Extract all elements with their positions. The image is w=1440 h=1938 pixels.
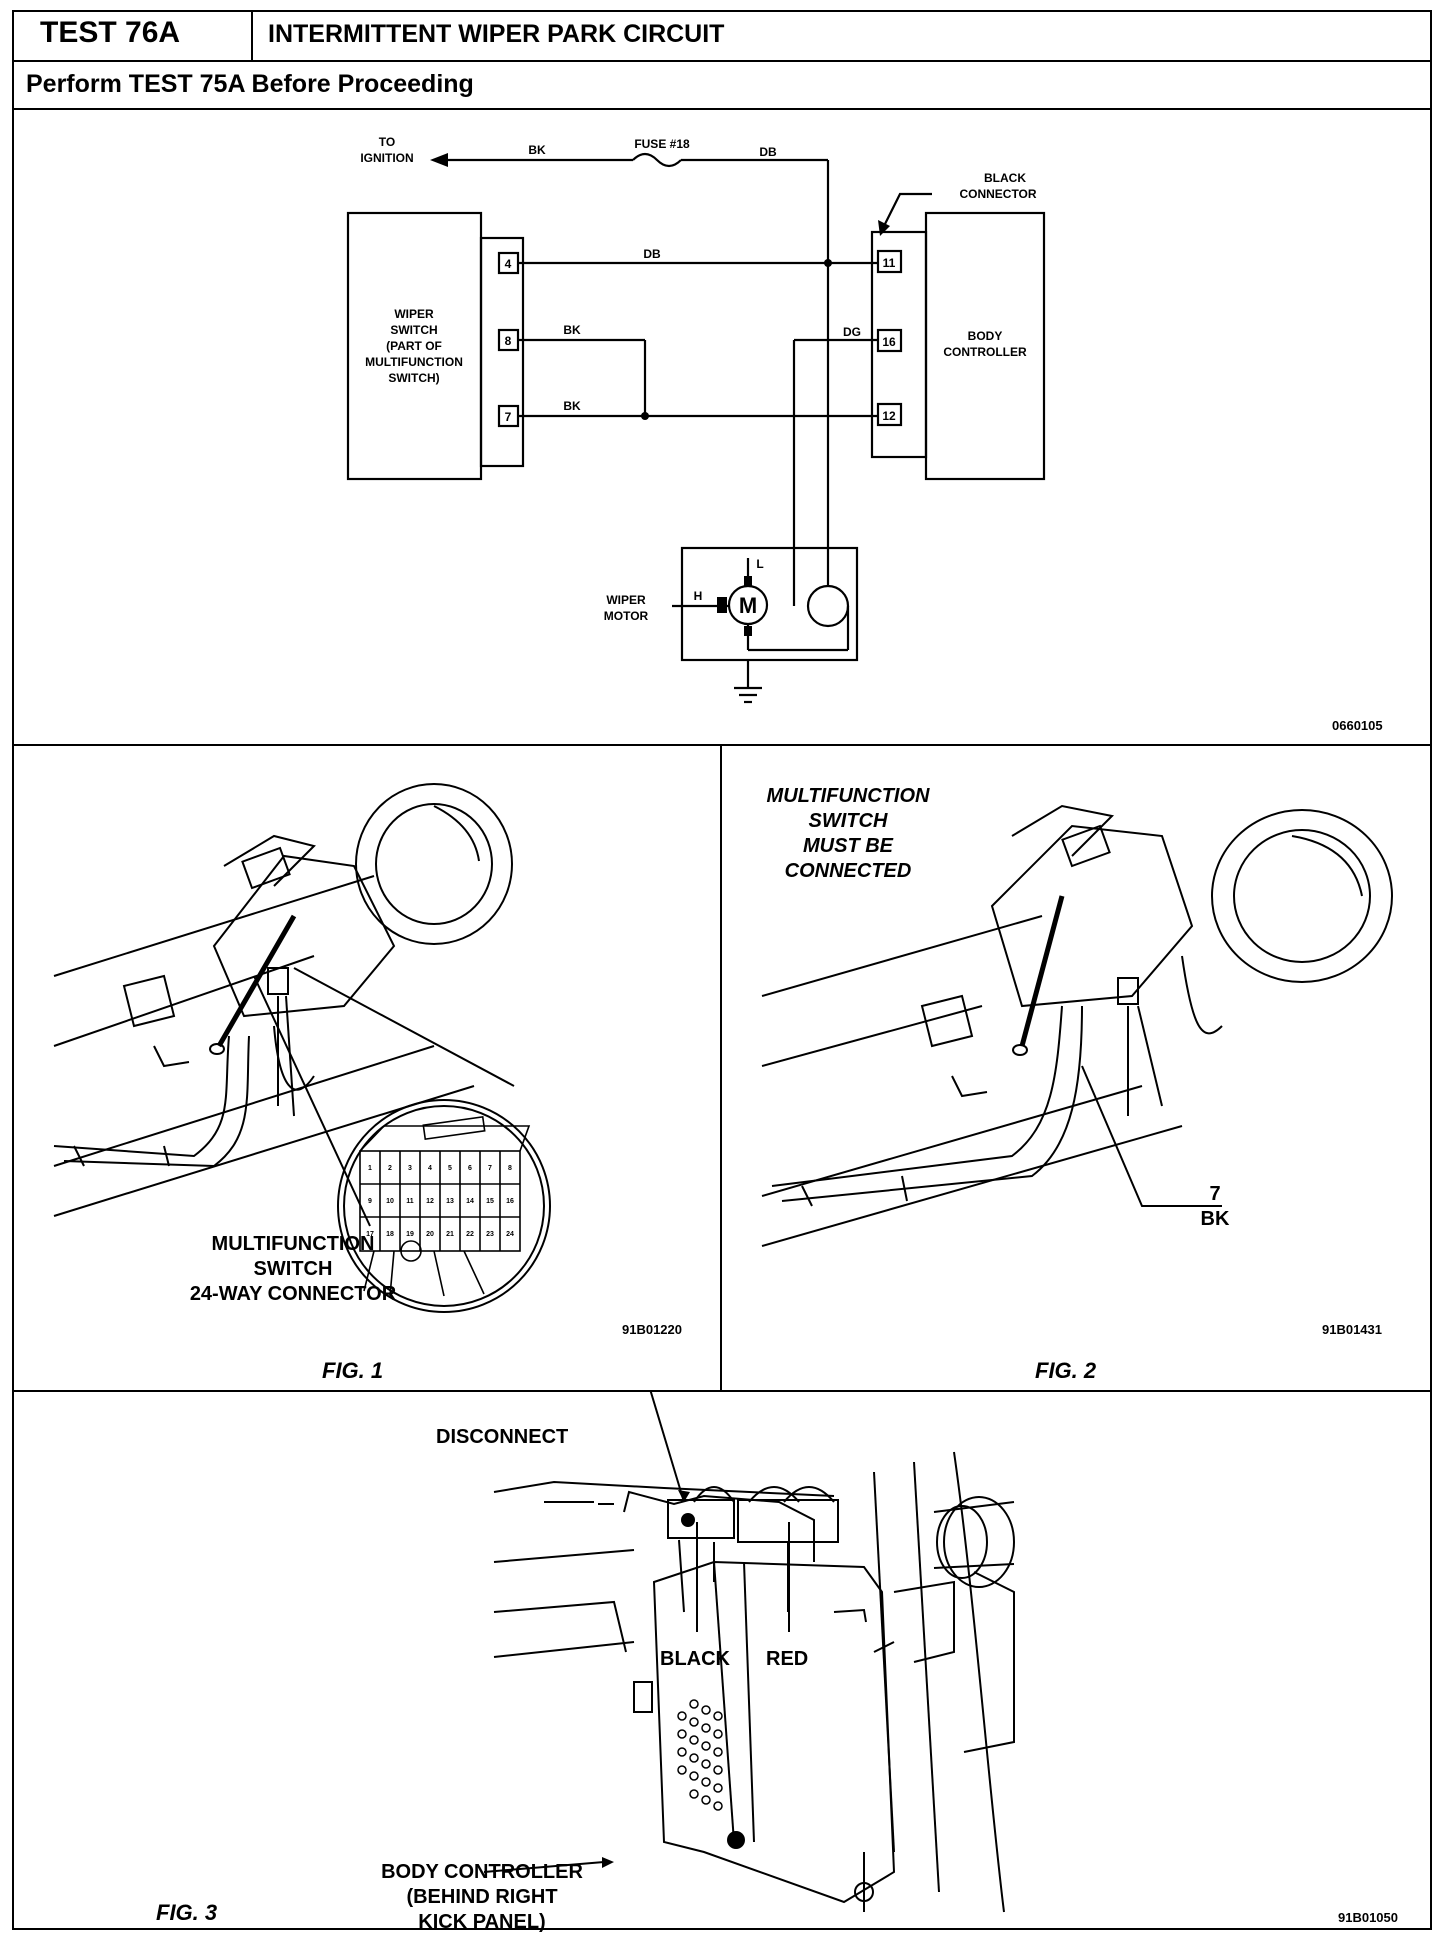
disconnect-bolt [681,1513,695,1527]
fig1-label: FIG. 1 [322,1358,384,1383]
svg-text:SWITCH: SWITCH [390,323,437,337]
switch-connector [479,236,525,468]
connector-pin: 15 [486,1198,494,1205]
connector-pin: 22 [466,1231,474,1238]
connector-pin: 16 [506,1198,514,1205]
pin-number: 12 [882,409,896,423]
connector-pin: 4 [428,1165,432,1172]
svg-text:(PART OF: (PART OF [386,339,442,353]
test-id: TEST 76A [40,16,181,49]
terminal-label: L [756,557,763,571]
svg-text:MULTIFUNCTION: MULTIFUNCTION [365,355,463,369]
red-connector-callout: RED [766,1648,809,1670]
body-controller-callout: BODY CONTROLLER (BEHIND RIGHT KICK PANEL… [381,1861,583,1933]
connector-pin: 11 [406,1198,414,1205]
ignition-arrow [430,153,448,167]
park-switch-symbol [806,584,850,628]
fuse-label: FUSE #18 [634,137,690,151]
motor-symbol-label: M [739,593,757,618]
connector-pin: 10 [386,1198,394,1205]
connector-pin: 23 [486,1231,494,1238]
connector-arrow [878,220,890,236]
connector-pin: 24 [506,1231,514,1238]
fig2-steering-column-illustration [761,804,1393,1247]
fig2-ref: 91B01431 [1322,1322,1382,1337]
wire-color-label: DG [843,325,861,339]
connector-pin: 20 [426,1231,434,1238]
pin-number: 16 [882,335,896,349]
page-title: INTERMITTENT WIPER PARK CIRCUIT [268,20,725,48]
fig3-panel [12,1390,1432,1930]
connector-pin: 8 [508,1165,512,1172]
pin-number: 11 [883,256,896,270]
disconnect-callout: DISCONNECT [436,1426,569,1448]
connector-pin: 18 [386,1231,394,1238]
fig1-ref: 91B01220 [622,1322,682,1337]
wiper-switch-label: WIPER [394,307,434,321]
connector-pin: 3 [408,1165,412,1172]
black-connector-label: BLACK [984,171,1026,185]
connector-pin: 9 [368,1198,372,1205]
schematic-ref: 0660105 [1332,718,1383,733]
page-subtitle: Perform TEST 75A Before Proceeding [26,70,474,98]
fig2-note: MULTIFUNCTION SWITCH MUST BE CONNECTED [766,785,930,882]
connector-pin: 5 [448,1165,452,1172]
fig2-label: FIG. 2 [1035,1358,1097,1383]
wire-color-label: BK [563,399,581,413]
wire-color-label: DB [643,247,661,261]
pin-number: 8 [505,334,512,348]
black-connector-callout: BLACK [660,1648,730,1670]
mount-bolt [727,1831,745,1849]
connector-pin: 1 [368,1165,372,1172]
connector-pin: 17 [366,1231,374,1238]
terminal-label: H [694,589,703,603]
connector-pin: 21 [446,1231,454,1238]
svg-text:CONNECTOR: CONNECTOR [959,187,1036,201]
connector-pin: 2 [388,1165,392,1172]
connector-pin: 13 [446,1198,454,1205]
svg-text:MOTOR: MOTOR [604,609,649,623]
connector-pin: 12 [426,1198,434,1205]
to-ignition-label: TO [379,135,395,149]
svg-text:SWITCH): SWITCH) [388,371,439,385]
fig1-steering-column-illustration: 1 2 3 4 5 6 7 8 9 10 11 12 13 14 15 16 1… [53,783,551,1313]
fig3-label: FIG. 3 [156,1900,218,1925]
wiper-motor-box [680,546,859,662]
controller-housing [652,1560,896,1904]
splice-dot [824,259,832,267]
pin-number: 4 [505,257,512,271]
body-controller-label: BODY [968,329,1003,343]
wiring-schematic: TO IGNITION BK FUSE #18 DB BLACK CONNECT… [346,135,1046,704]
fig1-caption: MULTIFUNCTION SWITCH 24-WAY CONNECTOR [189,1233,397,1305]
pin-number: 7 [505,410,512,424]
connector-pin: 6 [468,1165,472,1172]
wiper-motor-label: WIPER [606,593,646,607]
wire-color-label: DB [759,145,777,159]
svg-text:CONTROLLER: CONTROLLER [943,345,1027,359]
connector-pin: 7 [488,1165,492,1172]
wire-color-label: BK [528,143,546,157]
black-connector [870,230,928,459]
svg-text:IGNITION: IGNITION [360,151,413,165]
fig3-body-controller-illustration [483,1392,1015,1913]
connector-pin: 14 [466,1198,474,1205]
fig2-wire-label: 7 BK [1200,1183,1230,1230]
connector-pin: 19 [406,1231,414,1238]
wire-color-label: BK [563,323,581,337]
fig3-ref: 91B01050 [1338,1910,1398,1925]
splice-dot [641,412,649,420]
